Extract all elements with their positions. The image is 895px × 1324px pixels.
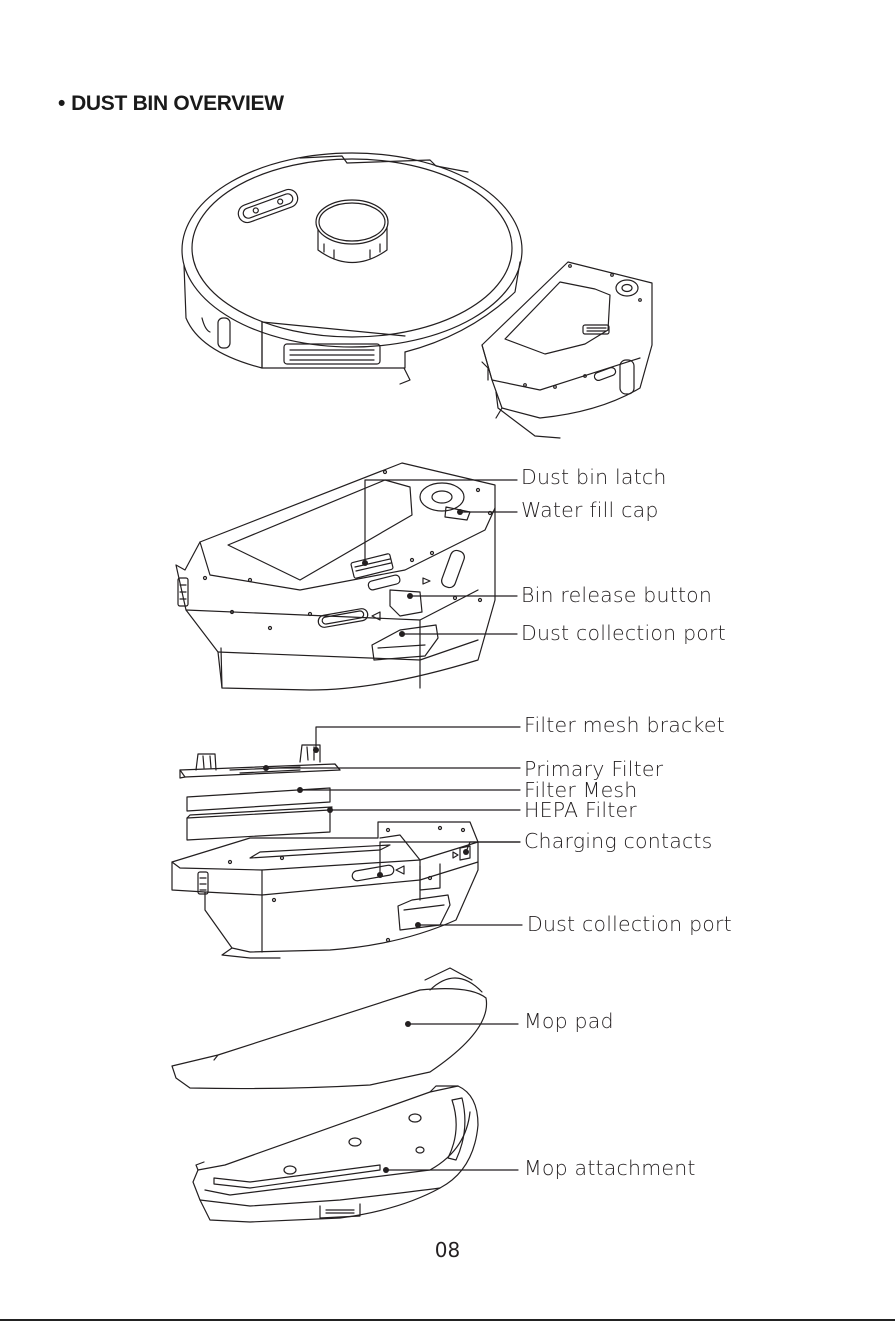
mop-pad-drawing [172, 968, 487, 1089]
callout-water-fill-cap: Water fill cap [521, 498, 659, 522]
callout-hepa-filter: HEPA Filter [524, 798, 637, 822]
callout-dust-collection-port-top: Dust collection port [521, 621, 726, 645]
page-number: 08 [0, 1238, 895, 1262]
mop-attachment-drawing [193, 1086, 478, 1222]
callout-mop-pad: Mop pad [524, 1009, 614, 1033]
robot-vacuum-drawing [182, 153, 522, 384]
callout-filter-mesh-bracket: Filter mesh bracket [524, 713, 725, 737]
callout-bin-release-button: Bin release button [521, 583, 712, 607]
callout-dust-bin-latch: Dust bin latch [521, 465, 667, 489]
callout-charging-contacts: Charging contacts [524, 829, 713, 853]
bottom-divider [0, 1319, 895, 1321]
filter-stack-drawing [180, 745, 340, 840]
dust-bin-front-drawing [176, 463, 495, 690]
callout-mop-attachment: Mop attachment [524, 1156, 696, 1180]
callout-dust-collection-port-bottom: Dust collection port [527, 912, 732, 936]
